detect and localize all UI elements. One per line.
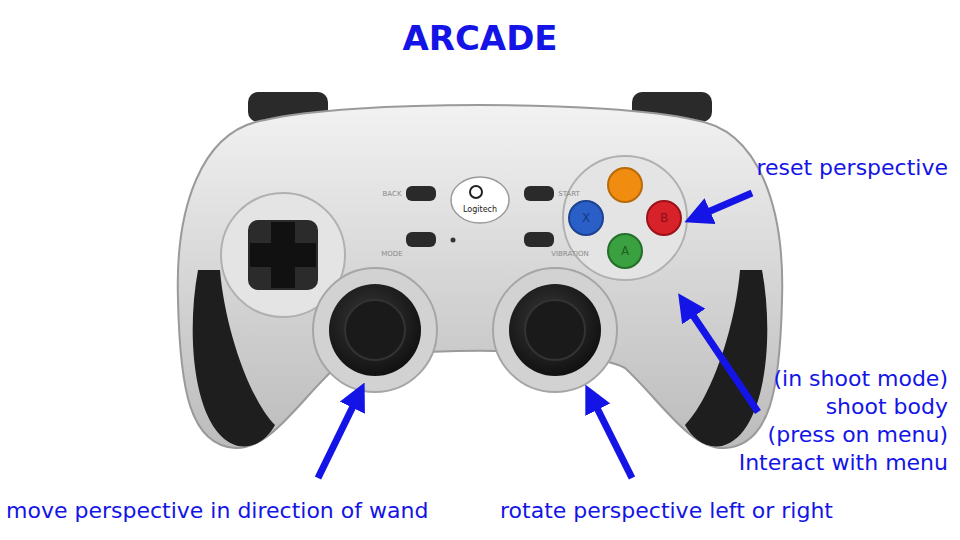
callout-arrow bbox=[684, 302, 758, 412]
callout-arrow bbox=[318, 392, 360, 478]
callout-label: rotate perspective left or right bbox=[500, 498, 833, 524]
dpad-cross bbox=[250, 222, 316, 288]
callout-label: Interact with menu bbox=[739, 450, 948, 476]
button-letter: A bbox=[621, 244, 629, 258]
vibration-button bbox=[524, 232, 554, 247]
rubber-grip bbox=[685, 270, 767, 446]
logo-icon bbox=[470, 186, 482, 198]
red-button bbox=[647, 201, 681, 235]
button-letter: X bbox=[582, 211, 590, 225]
callout-arrow bbox=[694, 193, 752, 218]
callout-label: move perspective in direction of wand bbox=[6, 498, 428, 524]
face-button-well bbox=[563, 156, 687, 280]
left-analog-stick bbox=[329, 284, 421, 376]
diagram-title: ARCADE bbox=[402, 18, 557, 59]
stick-cap bbox=[345, 300, 405, 360]
mode-led bbox=[451, 238, 456, 243]
controller-body bbox=[178, 105, 782, 448]
back-button bbox=[406, 186, 436, 201]
stick-housing bbox=[313, 268, 437, 392]
blue-button bbox=[569, 201, 603, 235]
callout-label: (in shoot mode) bbox=[773, 366, 948, 392]
orange-button bbox=[608, 168, 642, 202]
button-legend: VIBRATION bbox=[551, 250, 589, 258]
logo-badge bbox=[451, 177, 509, 223]
mode-button bbox=[406, 232, 436, 247]
button-legend: BACK bbox=[383, 190, 402, 198]
callout-label: reset perspective bbox=[756, 155, 948, 181]
callout-label: (press on menu) bbox=[768, 422, 948, 448]
start-button bbox=[524, 186, 554, 201]
button-letter: B bbox=[660, 211, 668, 225]
button-legend: MODE bbox=[381, 250, 402, 258]
dpad-base bbox=[248, 220, 318, 290]
brand-logo: Logitech bbox=[463, 205, 497, 215]
right-analog-stick bbox=[509, 284, 601, 376]
stick-cap bbox=[525, 300, 585, 360]
stick-housing bbox=[493, 268, 617, 392]
callout-arrow bbox=[590, 394, 632, 478]
green-button bbox=[608, 234, 642, 268]
callout-label: shoot body bbox=[826, 394, 948, 420]
button-legend: START bbox=[558, 190, 580, 198]
